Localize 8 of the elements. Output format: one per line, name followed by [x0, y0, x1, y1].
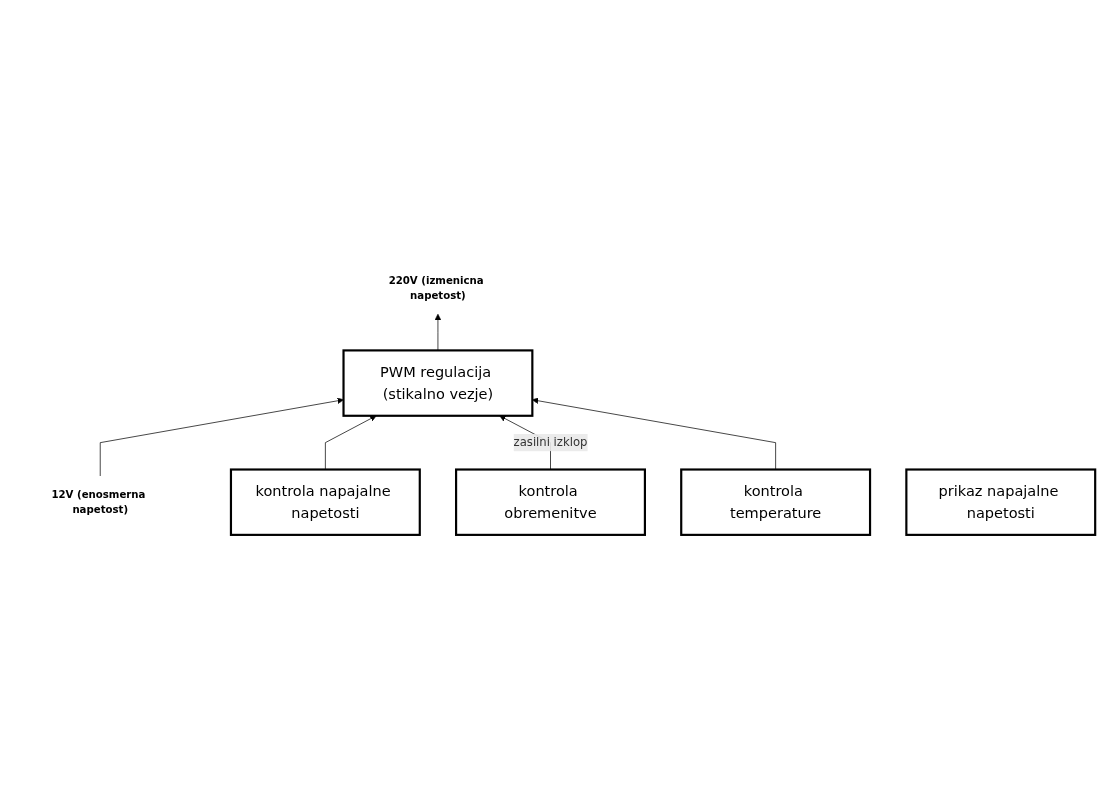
- node-text: 220V (izmenicna napetost): [388, 273, 484, 301]
- node-box: prikaz napajalne napetosti: [905, 468, 1097, 536]
- node-text: 12V (enosmerna napetost): [51, 488, 146, 515]
- node-box: kontrola napajalne napetosti: [229, 468, 421, 536]
- node-box: PWM regulacija (stikalno vezje): [342, 349, 534, 417]
- edge-label: zasilni izklop: [513, 435, 588, 449]
- node-box: kontrola obremenitve: [455, 468, 646, 536]
- node-box: kontrola temperature: [680, 468, 872, 536]
